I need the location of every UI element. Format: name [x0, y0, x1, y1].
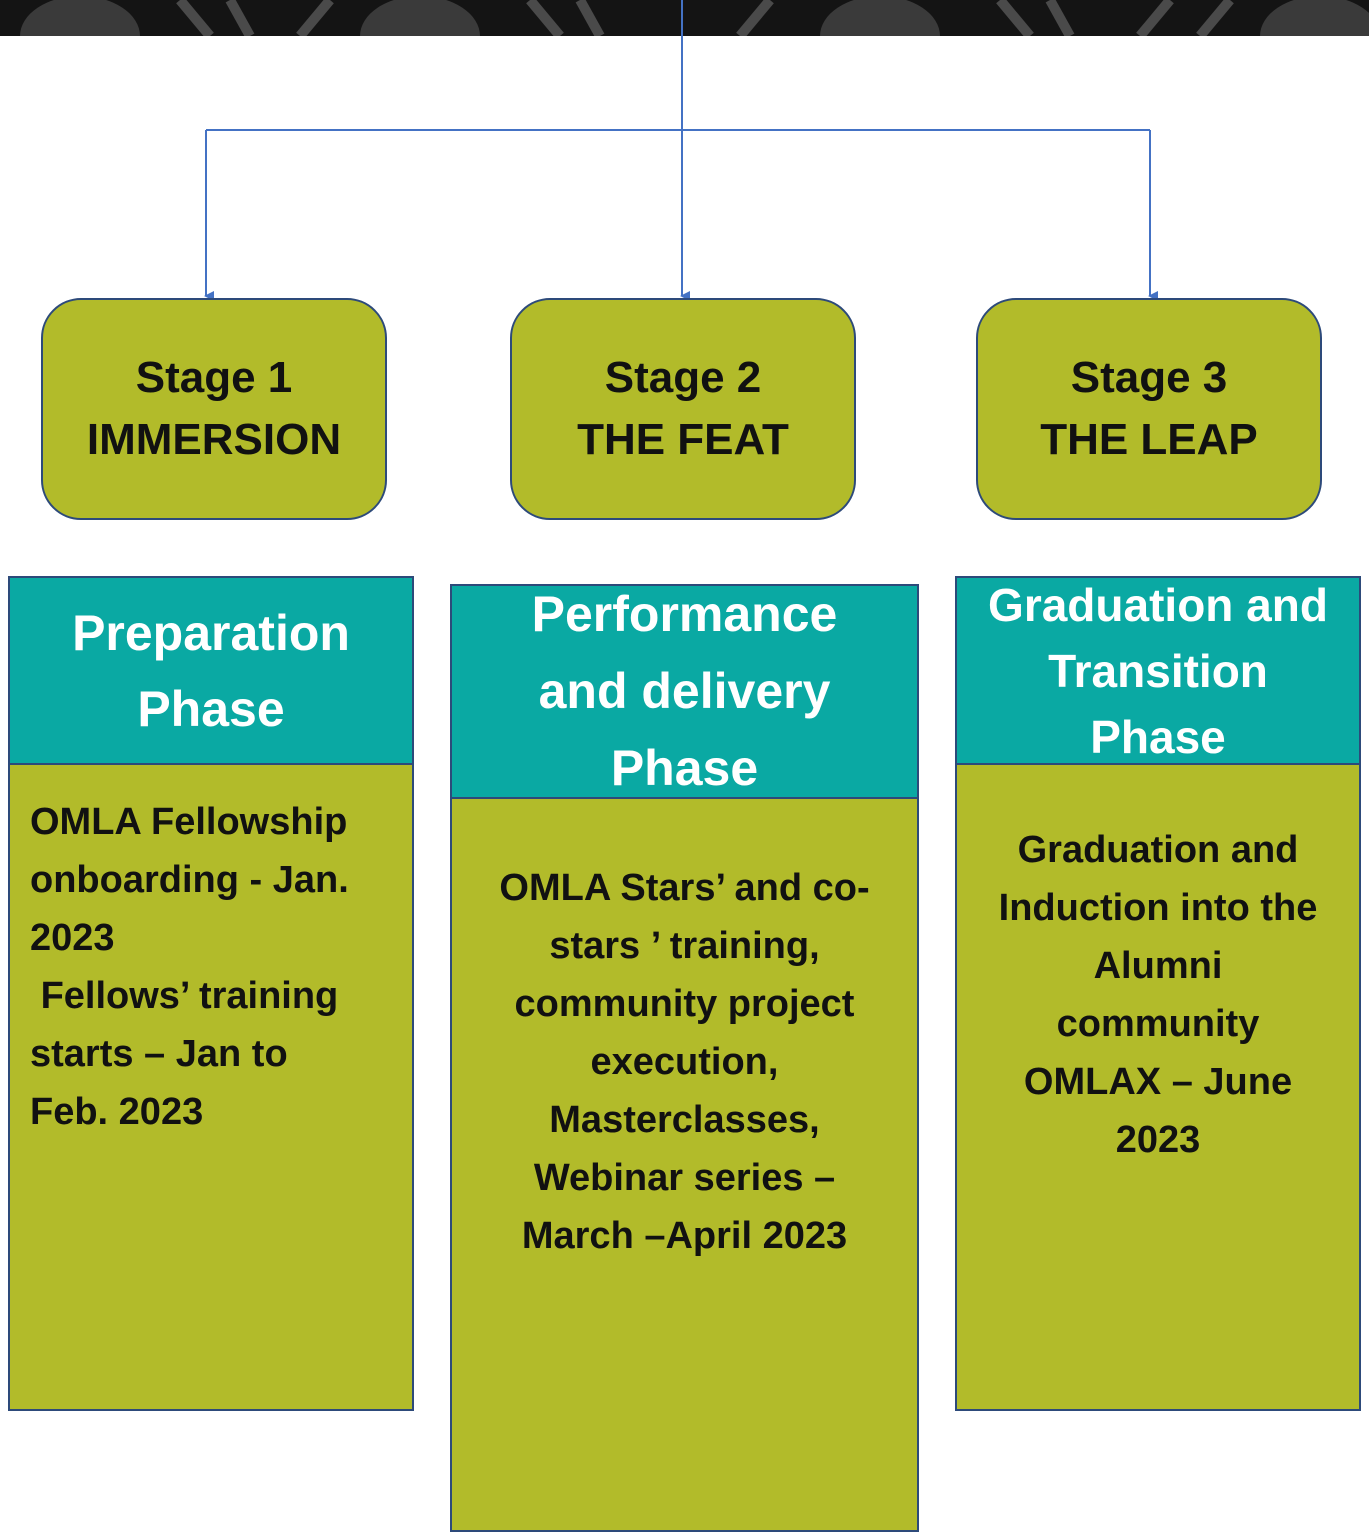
phase-2-body: OMLA Stars’ and co- stars ’ training, co…	[450, 799, 919, 1532]
stage-2-number: Stage 2	[604, 353, 762, 402]
phase-3-body-line: community	[1056, 1003, 1260, 1045]
phase-2-body-line: community project	[514, 983, 855, 1025]
phase-1-body-line: 2023	[30, 917, 115, 959]
phase-1-body: OMLA Fellowship onboarding - Jan. 2023 F…	[8, 765, 414, 1411]
stage-3-name: THE LEAP	[1040, 415, 1258, 464]
phase-1-body-line: Fellows’ training	[30, 975, 339, 1017]
phase-1-title-line: Preparation	[72, 604, 350, 661]
phase-2-body-line: stars ’ training,	[549, 925, 820, 967]
phase-1-body-line: OMLA Fellowship	[30, 801, 348, 843]
phase-3-title-line: Graduation and	[988, 578, 1328, 631]
decorative-top-banner	[0, 0, 1369, 36]
stage-2-box: Stage 2 THE FEAT	[510, 298, 856, 520]
banner-pattern	[20, 0, 1369, 36]
phase-1-body-line: Feb. 2023	[30, 1091, 204, 1133]
phase-2-body-line: OMLA Stars’ and co-	[499, 867, 870, 909]
phase-2-body-line: Webinar series –	[533, 1157, 836, 1199]
phase-3-body-line: 2023	[1115, 1119, 1201, 1161]
connector-lines	[204, 0, 1158, 301]
stage-1-number: Stage 1	[135, 353, 293, 402]
phase-3-body-line: OMLAX – June	[1023, 1061, 1293, 1103]
phase-2-title-line: Phase	[610, 740, 759, 796]
phase-1-body-line: onboarding - Jan.	[30, 859, 349, 901]
phase-3-body-line: Graduation and	[1017, 829, 1299, 871]
phase-2-header: Performance and delivery Phase	[450, 584, 919, 799]
phase-2-body-line: March –April 2023	[521, 1215, 848, 1257]
phase-3-body: Graduation and Induction into the Alumni…	[955, 765, 1361, 1411]
stage-1-name: IMMERSION	[86, 415, 342, 464]
phase-1-header: Preparation Phase	[8, 576, 414, 765]
phase-2-title-line: and delivery	[538, 663, 831, 719]
phase-3-body-line: Induction into the	[998, 887, 1318, 929]
phase-3-title-line: Transition	[1048, 644, 1268, 697]
phase-1-body-line: starts – Jan to	[30, 1033, 288, 1075]
phase-2-title-line: Performance	[531, 586, 838, 642]
phase-2-body-line: Masterclasses,	[549, 1099, 820, 1141]
stage-2-name: THE FEAT	[577, 415, 789, 464]
stage-1-box: Stage 1 IMMERSION	[41, 298, 387, 520]
phase-3-header: Graduation and Transition Phase	[955, 576, 1361, 765]
phase-2-body-line: execution,	[590, 1041, 779, 1083]
phase-3-title-line: Phase	[1090, 710, 1226, 763]
stage-3-box: Stage 3 THE LEAP	[976, 298, 1322, 520]
phase-1-title-line: Phase	[137, 680, 285, 737]
phase-3-body-line: Alumni	[1093, 945, 1223, 987]
stage-3-number: Stage 3	[1070, 353, 1228, 402]
